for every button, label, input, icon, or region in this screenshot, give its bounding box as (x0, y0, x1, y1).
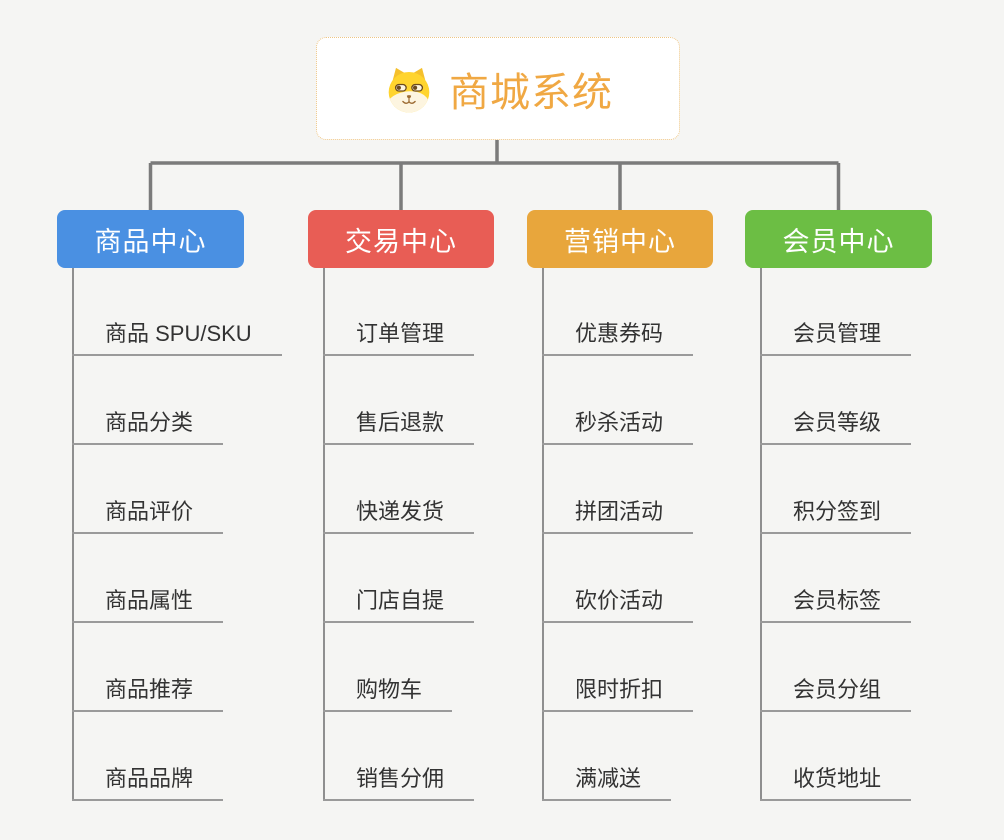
leaf-node-label: 积分签到 (760, 494, 912, 534)
branch-node-member-center[interactable]: 会员中心 (745, 210, 932, 268)
leaf-node-label: 限时折扣 (542, 672, 694, 712)
leaf-node-label: 砍价活动 (542, 583, 694, 623)
leaf-node-label: 会员等级 (760, 405, 912, 445)
leaf-node-label: 收货地址 (760, 761, 912, 801)
leaf-node-label: 商品 SPU/SKU (72, 316, 282, 356)
leaf-node-label: 销售分佣 (323, 761, 475, 801)
leaf-node-label: 拼团活动 (542, 494, 694, 534)
branch-label: 商品中心 (94, 226, 207, 257)
branch-label: 营销中心 (564, 226, 676, 257)
leaf-node-label: 快递发货 (323, 494, 475, 534)
branch-node-product-center[interactable]: 商品中心 (57, 210, 244, 268)
leaf-node-label: 门店自提 (323, 583, 475, 623)
dog-face-icon (388, 67, 430, 113)
leaf-node-label: 会员管理 (760, 316, 912, 356)
leaf-node-label: 商品分类 (72, 405, 224, 445)
leaf-node-label: 商品评价 (72, 494, 224, 534)
root-node[interactable]: 商城系统 (316, 37, 680, 140)
leaf-node-label: 商品属性 (72, 583, 224, 623)
leaf-node-label: 优惠券码 (542, 316, 694, 356)
leaf-node-label: 秒杀活动 (542, 405, 694, 445)
branch-label: 交易中心 (345, 226, 457, 257)
leaf-node-label: 商品品牌 (72, 761, 224, 801)
leaf-node-label: 商品推荐 (72, 672, 224, 712)
leaf-node-label: 会员标签 (760, 583, 912, 623)
branch-label: 会员中心 (782, 226, 895, 257)
leaf-node-label: 购物车 (323, 672, 453, 712)
branch-node-trade-center[interactable]: 交易中心 (308, 210, 494, 268)
root-node-title: 商城系统 (449, 70, 613, 115)
leaf-node-label: 满减送 (542, 761, 672, 801)
leaf-node-label: 会员分组 (760, 672, 912, 712)
leaf-node-label: 售后退款 (323, 405, 475, 445)
branch-node-marketing-center[interactable]: 营销中心 (527, 210, 713, 268)
leaf-node-label: 订单管理 (323, 316, 475, 356)
